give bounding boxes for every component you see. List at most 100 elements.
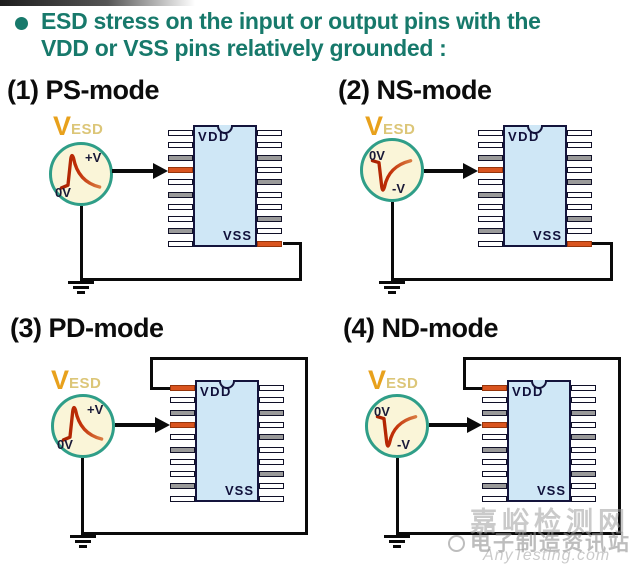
esd-source-circle: +V 0V [51, 394, 115, 458]
chip-pin [571, 409, 596, 416]
stress-arrow-head-icon [155, 417, 170, 433]
chip-pins-left [482, 380, 507, 502]
chip-pin [257, 191, 282, 198]
stress-arrow-head-icon [463, 163, 478, 179]
negative-pulse-waveform [375, 415, 418, 448]
bullet-icon [15, 17, 28, 30]
wire-top [463, 357, 621, 360]
chip-pin [257, 203, 282, 210]
wire-source-to-ground [81, 458, 84, 535]
chip-pin [168, 203, 193, 210]
vesd-sub: ESD [383, 121, 416, 138]
chip-pin [259, 385, 284, 391]
chip-pin [257, 130, 282, 136]
ic-chip: VDD VSS [507, 380, 571, 502]
chip-pin [478, 216, 503, 223]
vesd-source-label: VESD [368, 367, 418, 394]
top-edge-strip [0, 0, 195, 6]
chip-pin [168, 130, 193, 136]
wire-bottom [391, 278, 613, 281]
chip-pins-left [478, 125, 503, 247]
chip-notch-icon [219, 380, 235, 389]
chip-pin [170, 471, 195, 478]
esd-source-circle: 0V -V [365, 394, 429, 458]
chip-pin [478, 154, 503, 161]
stress-arrow [429, 423, 469, 427]
wave-lower-label: 0V [57, 437, 73, 452]
wave-upper-label: 0V [369, 148, 385, 163]
chip-pin [567, 203, 592, 210]
wire-vss-stub [283, 242, 301, 245]
wire-vdd-up [150, 357, 153, 390]
chip-pin [478, 240, 503, 247]
chip-pin-highlighted [170, 421, 195, 428]
chip-pin [482, 409, 507, 416]
chip-notch-icon [527, 125, 543, 134]
chip-pin [168, 191, 193, 198]
chip-pin [259, 421, 284, 428]
chip-pin [567, 130, 592, 136]
chip-pin [571, 446, 596, 453]
chip-pin [567, 191, 592, 198]
vesd-source-label: VESD [53, 113, 103, 140]
chip-pin [168, 142, 193, 149]
mode-section-ps: (1) PS-mode VESD +V 0V VDD VSS [0, 75, 330, 305]
stress-arrow [115, 423, 157, 427]
vss-label: VSS [222, 228, 252, 243]
chip-pins-left [170, 380, 195, 502]
vss-label: VSS [536, 483, 566, 498]
positive-pulse-waveform [61, 405, 104, 442]
chip-pin [567, 154, 592, 161]
vesd-source-label: VESD [51, 367, 101, 394]
chip-pin [257, 154, 282, 161]
chip-pin [170, 458, 195, 465]
wire-bottom [396, 532, 621, 535]
chip-pin [170, 434, 195, 441]
stress-arrow-head-icon [153, 163, 168, 179]
vesd-main: V [53, 111, 72, 141]
chip-pin [567, 216, 592, 223]
wire-bottom [80, 278, 302, 281]
stress-arrow [112, 169, 155, 173]
mode-title: (3) PD-mode [10, 313, 164, 343]
chip-pin [482, 471, 507, 478]
chip-pin [170, 409, 195, 416]
chip-pin [257, 228, 282, 235]
stress-arrow-head-icon [467, 417, 482, 433]
chip-pin [170, 483, 195, 490]
vss-label: VSS [224, 483, 254, 498]
wire-right [610, 242, 613, 281]
chip-pin-highlighted [482, 385, 507, 391]
wire-right [299, 242, 302, 281]
chip-pin [257, 166, 282, 173]
chip-notch-icon [217, 125, 233, 134]
wire-bottom [81, 532, 308, 535]
chip-pin [571, 397, 596, 404]
ground-symbol-icon [379, 281, 405, 295]
chip-pin [478, 142, 503, 149]
chip-pin [170, 446, 195, 453]
chip-pin-highlighted [257, 240, 282, 247]
chip-pin [571, 495, 596, 502]
chip-pin [571, 483, 596, 490]
vesd-main: V [368, 365, 387, 395]
wire-source-to-ground [396, 458, 399, 535]
chip-pin [259, 397, 284, 404]
vesd-main: V [51, 365, 70, 395]
chip-pin [482, 458, 507, 465]
chip-pin [259, 446, 284, 453]
chip-pin [168, 154, 193, 161]
chip-pin [257, 179, 282, 186]
chip-pin [482, 446, 507, 453]
chip-pin-highlighted [168, 166, 193, 173]
vesd-main: V [365, 111, 384, 141]
vesd-source-label: VESD [365, 113, 415, 140]
chip-pin [571, 434, 596, 441]
ic-chip: VDD VSS [195, 380, 259, 502]
vesd-sub: ESD [69, 375, 102, 392]
watermark-channel: 电子制造资讯站 [448, 527, 631, 557]
chip-pin [259, 409, 284, 416]
esd-source-circle: +V 0V [49, 142, 113, 206]
chip-pin [567, 142, 592, 149]
